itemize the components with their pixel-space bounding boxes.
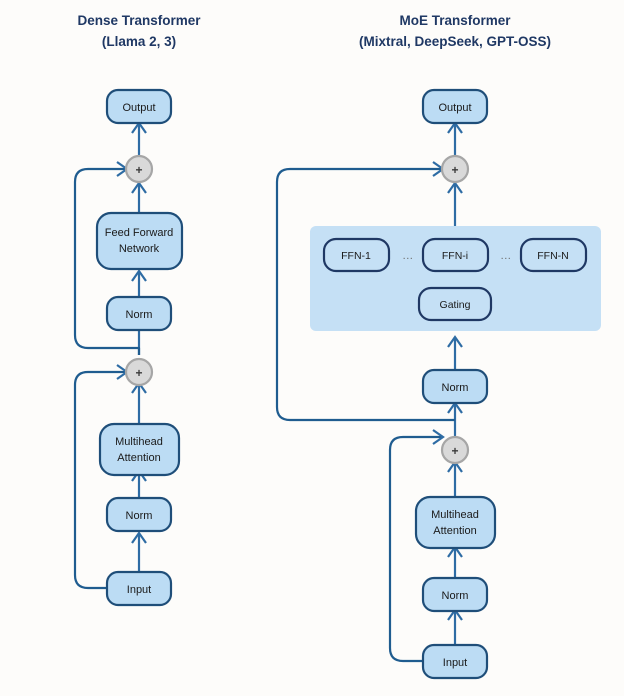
dense-ffn-label-line1: Feed Forward <box>105 227 173 239</box>
expert-node-ffn-n[interactable]: FFN-N <box>519 237 588 273</box>
dense-node-input[interactable]: Input <box>105 570 173 607</box>
dense-add-top-label: + <box>135 163 142 177</box>
moe-transformer-column: MoE Transformer (Mixtral, DeepSeek, GPT-… <box>275 13 601 680</box>
dense-transformer-column: Dense Transformer (Llama 2, 3) <box>73 13 201 607</box>
dense-add-bottom-label: + <box>135 366 142 380</box>
expert-ffn-1-label: FFN-1 <box>341 250 371 262</box>
moe-norm-lower-label: Norm <box>442 590 469 602</box>
residual-input-to-add-bottom <box>73 370 139 590</box>
moe-node-norm-lower[interactable]: Norm <box>421 576 489 613</box>
expert-ellipsis-left: ... <box>403 250 414 262</box>
moe-add-bottom[interactable]: + <box>440 435 470 465</box>
moe-arrowhead-residual-add-bottom <box>432 429 445 445</box>
moe-add-bottom-label: + <box>451 444 458 458</box>
dense-column-title-line2: (Llama 2, 3) <box>102 34 176 49</box>
moe-column-title-line2: (Mixtral, DeepSeek, GPT-OSS) <box>359 34 551 49</box>
moe-attention-label-line2: Attention <box>433 525 476 537</box>
arrowhead-ffn <box>131 269 147 282</box>
dense-attention-label-line2: Attention <box>117 452 160 464</box>
moe-add-top-label: + <box>451 163 458 177</box>
expert-node-ffn-i[interactable]: FFN-i <box>421 237 490 273</box>
moe-arrowhead-panel <box>447 335 463 348</box>
expert-node-gating[interactable]: Gating <box>417 286 493 322</box>
moe-expert-panel: FFN-1 ... FFN-i ... FFN-N Gating <box>310 226 601 331</box>
moe-attention-label-line1: Multihead <box>431 509 479 521</box>
dense-column-title-line1: Dense Transformer <box>77 13 201 28</box>
moe-add-top[interactable]: + <box>440 154 470 184</box>
moe-input-label: Input <box>443 657 467 669</box>
dense-norm-upper-label: Norm <box>126 309 153 321</box>
dense-output-label: Output <box>122 102 155 114</box>
expert-ellipsis-right: ... <box>501 250 512 262</box>
residual-add-bottom-to-add-top <box>73 167 141 355</box>
arrowhead-norm-lower <box>131 531 147 544</box>
dense-node-feed-forward-network[interactable]: Feed Forward Network <box>95 211 184 271</box>
moe-output-label: Output <box>438 102 471 114</box>
dense-node-norm-lower[interactable]: Norm <box>105 496 173 533</box>
moe-residual-add-bottom-to-add-top <box>275 167 455 422</box>
dense-node-multihead-attention[interactable]: Multihead Attention <box>98 422 181 477</box>
moe-residual-input-to-add-bottom <box>388 435 455 663</box>
moe-column-title-line1: MoE Transformer <box>399 13 511 28</box>
moe-node-norm-upper[interactable]: Norm <box>421 368 489 405</box>
dense-attention-label-line1: Multihead <box>115 436 163 448</box>
moe-node-multihead-attention[interactable]: Multihead Attention <box>414 495 497 550</box>
expert-ffn-i-label: FFN-i <box>442 250 468 262</box>
expert-ffn-n-label: FFN-N <box>537 250 569 262</box>
moe-node-input[interactable]: Input <box>421 643 489 680</box>
dense-node-output[interactable]: Output <box>105 88 173 125</box>
dense-ffn-label-line2: Network <box>119 243 160 255</box>
dense-add-bottom[interactable]: + <box>124 357 154 387</box>
dense-node-norm-upper[interactable]: Norm <box>105 295 173 332</box>
expert-node-ffn-1[interactable]: FFN-1 <box>322 237 391 273</box>
dense-norm-lower-label: Norm <box>126 510 153 522</box>
expert-gating-label: Gating <box>440 299 471 311</box>
moe-node-output[interactable]: Output <box>421 88 489 125</box>
dense-input-label: Input <box>127 584 151 596</box>
moe-norm-upper-label: Norm <box>442 382 469 394</box>
dense-add-top[interactable]: + <box>124 154 154 184</box>
